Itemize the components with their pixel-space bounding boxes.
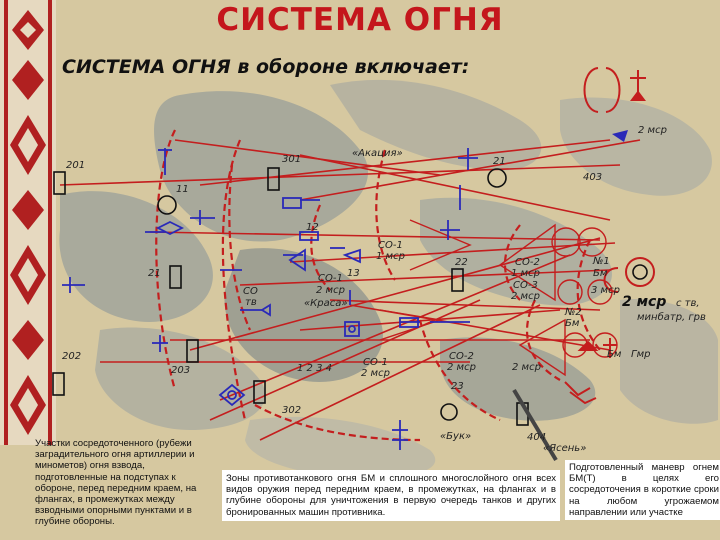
label-202: 202 bbox=[62, 351, 81, 362]
page-subtitle: СИСТЕМА ОГНЯ в обороне включает: bbox=[62, 56, 469, 78]
page-title: СИСТЕМА ОГНЯ bbox=[0, 2, 720, 38]
label-mcp2c: 2 мср bbox=[361, 368, 390, 379]
label-n2: №2 bbox=[565, 307, 582, 318]
label-co1c: СО-1 bbox=[363, 357, 388, 368]
note-fire-maneuver: Подготовленный маневр огнем БМ(Т) в целя… bbox=[565, 460, 720, 520]
label-buk: «Бук» bbox=[440, 431, 471, 442]
label-co1b: СО-1 bbox=[318, 273, 343, 284]
note-concentrated-fire: Участки сосредоточенного (рубежи загради… bbox=[33, 437, 200, 529]
label-mcp2a: 2 мср bbox=[316, 285, 345, 296]
label-bm1: Бм bbox=[593, 268, 607, 279]
label-co-te: СО bbox=[243, 286, 258, 297]
label-403: 403 bbox=[583, 172, 602, 183]
label-11: 11 bbox=[176, 184, 189, 195]
label-n1: №1 bbox=[593, 256, 610, 267]
label-co2a: СО-2 bbox=[515, 257, 540, 268]
label-big-unit: 2 мср bbox=[622, 294, 666, 310]
label-mcp2e: 2 мср bbox=[512, 362, 541, 373]
label-mcp1a: 1 мср bbox=[376, 251, 405, 262]
label-mcp2d: 2 мср bbox=[447, 362, 476, 373]
label-bm2: Бм bbox=[565, 318, 579, 329]
label-yasen: «Ясень» bbox=[543, 443, 586, 454]
label-404: 404 bbox=[527, 432, 546, 443]
label-13: 13 bbox=[347, 268, 360, 279]
label-co2b: СО-2 bbox=[449, 351, 474, 362]
label-akacia: «Акация» bbox=[352, 148, 403, 159]
label-23: 23 bbox=[451, 381, 464, 392]
label-302: 302 bbox=[282, 405, 301, 416]
label-te: тв bbox=[245, 297, 257, 308]
label-203: 203 bbox=[171, 365, 190, 376]
label-minbatr: минбатр, грв bbox=[637, 312, 706, 323]
label-big-unit-rest: с тв, bbox=[676, 298, 700, 309]
label-22: 22 bbox=[455, 257, 468, 268]
label-bm3: Бм bbox=[607, 349, 621, 360]
label-12: 12 bbox=[306, 222, 319, 233]
note-antitank-zones: Зоны противотанкового огня БМ и сплошног… bbox=[222, 470, 560, 521]
label-gmr: Гмр bbox=[631, 349, 650, 360]
label-21-top: 21 bbox=[493, 156, 506, 167]
label-mcp3: 3 мср bbox=[591, 285, 620, 296]
label-mcp2-top: 2 мср bbox=[638, 125, 667, 136]
label-mcp1b: 1 мср bbox=[511, 268, 540, 279]
label-co3: СО-3 bbox=[513, 280, 538, 291]
label-301: 301 bbox=[282, 154, 301, 165]
label-mcp2b: 2 мср bbox=[511, 291, 540, 302]
label-201: 201 bbox=[66, 160, 85, 171]
label-co1a: СО-1 bbox=[378, 240, 403, 251]
label-krasa: «Краса» bbox=[304, 298, 348, 309]
label-21-left: 21 bbox=[148, 268, 161, 279]
ornament-panel bbox=[0, 0, 58, 440]
label-nums: 1 2 3 4 bbox=[297, 363, 332, 374]
